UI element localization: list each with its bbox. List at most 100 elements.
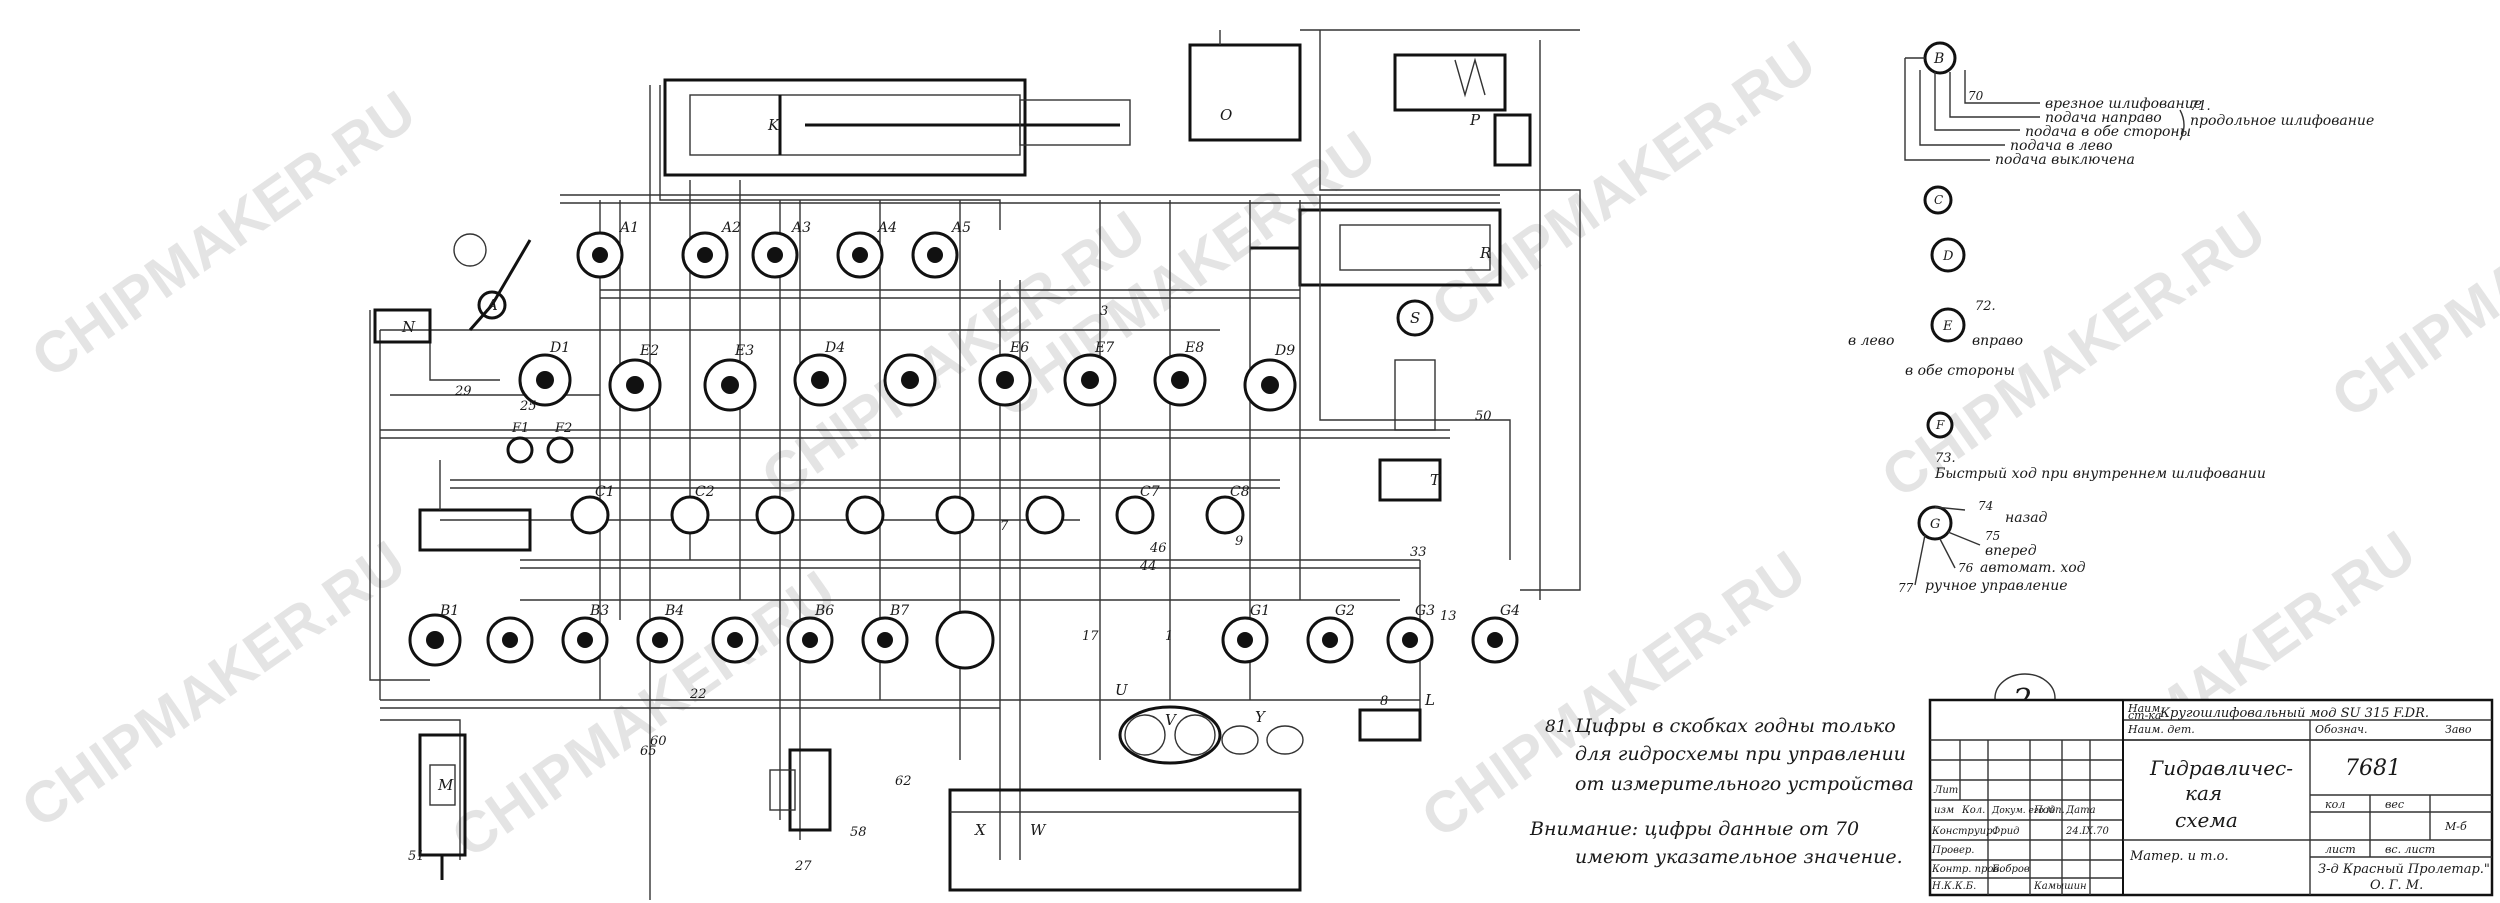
title-line-3: схема: [2175, 808, 2238, 832]
head-label-2: ст-ка: [2128, 709, 2161, 722]
legend-b-label: B: [1933, 51, 1944, 67]
line-number: 44: [1139, 559, 1157, 574]
legend-e-left: в лево: [1848, 333, 1894, 349]
legend-g-text-1: назад: [2005, 510, 2048, 526]
label-e6: E6: [1009, 340, 1029, 356]
label-g1: G1: [1250, 603, 1270, 619]
rotary-valves: [408, 231, 1519, 670]
legend-b-item-2: подача направо: [2045, 110, 2162, 126]
legend-g-label: G: [1930, 517, 1940, 532]
label-a4: A4: [876, 220, 897, 236]
drawing-notes: 81. Цифры в скобках годны только для гид…: [1529, 715, 1914, 868]
watermark: CHIPMAKER.RU: [10, 529, 417, 841]
label-m: M: [437, 776, 454, 794]
head-sub-label: Наим. дет.: [2127, 723, 2195, 736]
watermark: CHIPMAKER.RU: [20, 79, 427, 391]
attention-line-1: Внимание: цифры данные от 70: [1529, 818, 1859, 840]
selector-s: [1396, 299, 1434, 337]
pump-v: [1118, 705, 1222, 765]
line-number: 22: [689, 687, 707, 702]
legend-e-num: 72.: [1975, 299, 1996, 314]
legend-g-num-3: 76: [1958, 561, 1974, 575]
line-number: 3: [1100, 304, 1108, 319]
col-header-date: Дата: [2065, 805, 2096, 816]
legend-b-num: 70: [1968, 89, 1984, 103]
tank-o: [1188, 43, 1302, 142]
note-line-3: от измерительного устройства: [1575, 773, 1914, 795]
line-number: 65: [640, 744, 657, 759]
line-number: 9: [1235, 534, 1243, 549]
label-c7: C7: [1140, 484, 1160, 500]
line-number: 51: [408, 849, 425, 864]
line-number: 50: [1475, 409, 1492, 424]
label-e2: E2: [639, 343, 659, 359]
line-number: 27: [794, 859, 812, 874]
line-number: 25: [519, 399, 537, 414]
label-d1: D1: [549, 340, 570, 356]
label-v: V: [1165, 711, 1178, 729]
legend-c-dial: [1923, 185, 1953, 215]
scale-label: M-б: [2444, 820, 2467, 833]
title-line-1: Гидравличес-: [2149, 756, 2293, 780]
label-c2: C2: [695, 484, 715, 500]
label-e3: E3: [734, 343, 754, 359]
legend-b-item-3: подача в обе стороны: [2025, 124, 2191, 140]
legend-d-dial: [1930, 237, 1966, 273]
qty-label: кол: [2325, 798, 2345, 811]
note-number: 81.: [1545, 717, 1572, 737]
watermark: CHIPMAKER.RU: [440, 559, 847, 871]
label-f2: F2: [554, 421, 572, 436]
label-s: S: [1410, 309, 1420, 327]
label-t: T: [1430, 471, 1441, 489]
line-number: 46: [1149, 541, 1167, 556]
label-o: O: [1220, 106, 1232, 124]
legend-b-item-4: подача в лево: [2010, 138, 2113, 154]
legend-e-dial: [1930, 307, 1966, 343]
component-labels: A1 A2 A3 A4 A5 B1 B3 B4 B6 B7 C1 C2 C7 C…: [401, 106, 1520, 874]
label-f1: F1: [511, 421, 529, 436]
legend-f-label: F: [1935, 418, 1945, 432]
format-label: Заво: [2445, 723, 2472, 736]
label-a5: A5: [950, 220, 971, 236]
legend-g-num-4: 77: [1898, 581, 1914, 595]
row-label-1: Конструир.: [1931, 826, 1996, 837]
legend-g-text-3: автомат. ход: [1980, 560, 2086, 576]
watermark: CHIPMAKER.RU: [1420, 29, 1827, 341]
legend-d-label: D: [1942, 249, 1954, 264]
label-a3: A3: [790, 220, 811, 236]
head-text: Кругошлифовальный мод SU 315 F.DR.: [2159, 706, 2429, 721]
label-e8: E8: [1184, 340, 1204, 356]
label-a: A: [485, 296, 498, 314]
label-a1: A1: [618, 220, 639, 236]
legend-g-num-1: 74: [1978, 499, 1993, 513]
label-e7: E7: [1094, 340, 1114, 356]
reservoir-w: [948, 788, 1302, 892]
valve-n: [373, 308, 432, 344]
line-number: 13: [1440, 609, 1457, 624]
label-b7: B7: [889, 603, 909, 619]
valve-t: [1378, 458, 1442, 502]
label-u: U: [1115, 681, 1129, 699]
title-block: Наим. ст-ка Кругошлифовальный мод SU 315…: [1928, 698, 2494, 897]
label-y: Y: [1255, 708, 1267, 726]
row-label-3: Контр. пров.: [1931, 864, 2002, 875]
line-number: 8: [1380, 694, 1388, 709]
legend-b-group-label: продольное шлифование: [2190, 113, 2374, 129]
legend: B 70 врезное шлифование подача направо п…: [1848, 41, 2374, 595]
label-b6: B6: [814, 603, 834, 619]
legend-f-text: Быстрый ход при внутреннем шлифовании: [1934, 466, 2266, 482]
watermark: CHIPMAKER.RU: [1870, 199, 2277, 511]
label-d4: D4: [824, 340, 845, 356]
sheets-label: вс. лист: [2385, 843, 2435, 856]
legend-b-item-1: врезное шлифование: [2045, 96, 2202, 112]
label-b4: B4: [664, 603, 684, 619]
label-c1: C1: [595, 484, 615, 500]
line-number: 62: [895, 774, 912, 789]
label-b1: B1: [439, 603, 459, 619]
sign-name-3: Камышин: [2033, 881, 2087, 892]
label-g4: G4: [1500, 603, 1520, 619]
valve-p: [1393, 53, 1507, 112]
legend-e-label: E: [1942, 319, 1953, 334]
label-l: L: [1424, 691, 1435, 709]
